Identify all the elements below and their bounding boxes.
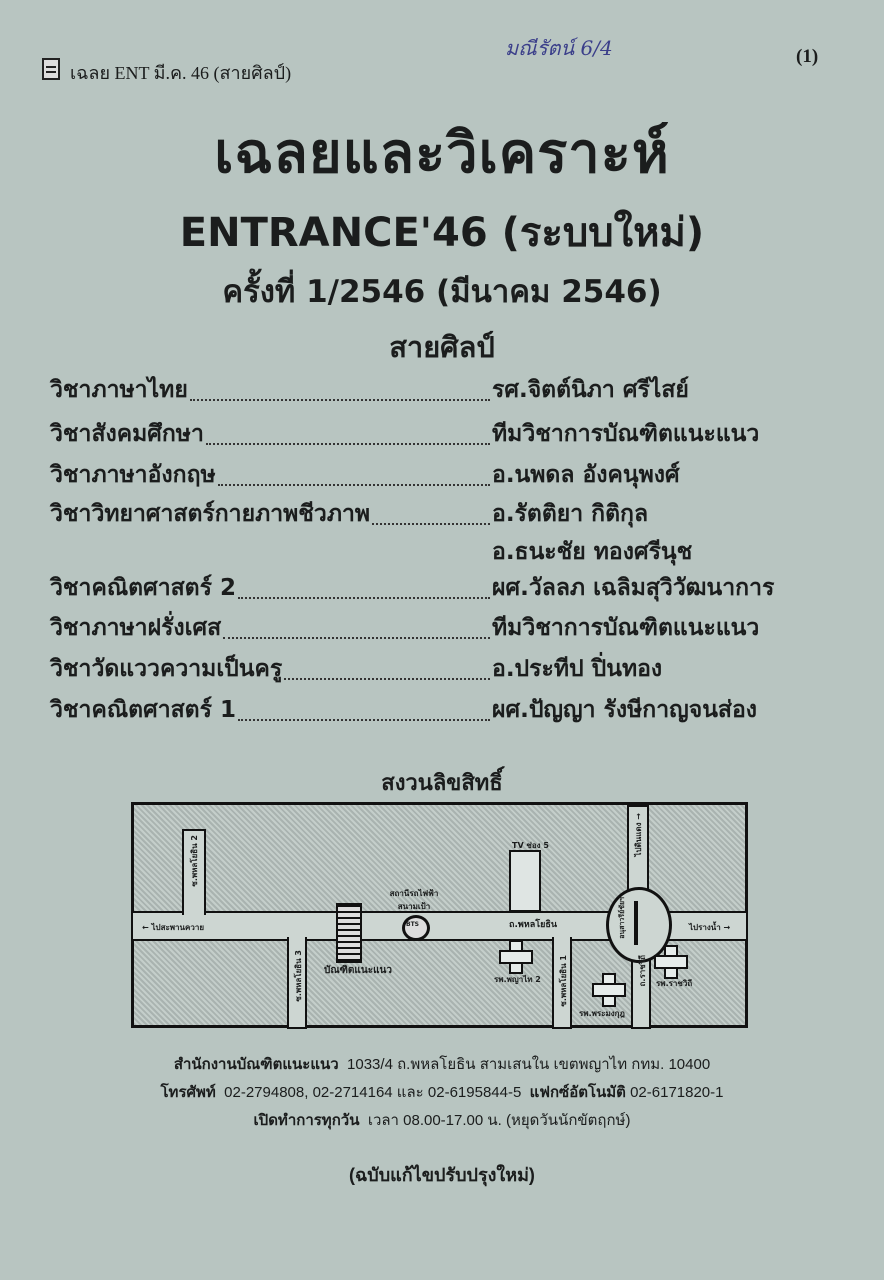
dot-leader: [223, 610, 490, 639]
map-label-text: ไปสะพานควาย: [151, 923, 205, 932]
subject-name: วิชาสังคมศึกษา: [50, 421, 204, 447]
exam-name: ENTRANCE'46 (ระบบใหม่): [179, 210, 705, 256]
map-label-soi3: ซ.พหลโยธิน 3: [294, 950, 303, 1002]
tv5-building-icon: [509, 850, 541, 912]
exam-round: ครั้งที่ 1/2546 (มีนาคม 2546): [222, 274, 662, 310]
author-name: ผศ.วัลลภ เฉลิมสุวิวัฒนาการ: [492, 575, 775, 601]
subject-name: วิชาวิทยาศาสตร์กายภาพชีวภาพ: [50, 501, 371, 527]
author-name: รศ.จิตต์นิภา ศรีไสย์: [492, 377, 689, 403]
subject-row: วิชาคณิตศาสตร์ 2 ผศ.วัลลภ เฉลิมสุวิวัฒนาก…: [50, 570, 840, 606]
footer-contact: โทรศัพท์ 02-2794808, 02-2714164 และ 02-6…: [0, 1080, 884, 1104]
subject-row: วิชาภาษาอังกฤษ อ.นพดล อังคนุพงศ์: [50, 457, 840, 493]
map-label-monument: อนุสาวรีย์ชัยฯ: [618, 897, 626, 939]
page-title: เฉลยและวิเคราะห์: [214, 121, 670, 186]
location-map: ซ.พหลโยธิน 2 ซ.พหลโยธิน 3 ซ.พหลโยธิน 1 ←…: [131, 802, 748, 1029]
map-label-soi2: ซ.พหลโยธิน 2: [190, 835, 199, 887]
footer-address: สำนักงานบัณฑิตแนะแนว 1033/4 ถ.พหลโยธิน ส…: [0, 1052, 884, 1076]
handwritten-note: มณีรัตน์ 6/4: [505, 36, 613, 60]
subject-row: วิชาภาษาฝรั่งเศส ทีมวิชาการบัณฑิตแนะแนว: [50, 610, 840, 646]
dot-leader: [284, 651, 490, 680]
hospital-ratchawithi-icon: [654, 945, 688, 979]
hospital-mongkut-icon: [592, 973, 626, 1007]
hours-label: เปิดทำการทุกวัน: [253, 1112, 360, 1129]
soi-3-road: [287, 937, 307, 1029]
subject-name: วิชาภาษาฝรั่งเศส: [50, 615, 222, 641]
map-label-bts: BTS: [406, 921, 419, 928]
phone-numbers: 02-2794808, 02-2714164 และ 02-6195844-5: [224, 1084, 522, 1101]
page-number: (1): [796, 46, 819, 67]
subject-name: วิชาภาษาไทย: [50, 377, 188, 403]
subject-name: วิชาคณิตศาสตร์ 1: [50, 697, 236, 723]
map-label-hospital-phyathai: รพ.พญาไท 2: [494, 975, 541, 984]
map-label-to-saphan-khwai: ← ไปสะพานควาย: [142, 923, 205, 932]
subject-row: อ.ธนะชัย ทองศรีนุช: [50, 534, 840, 570]
dot-leader: [237, 692, 490, 721]
author-name: ผศ.ปัญญา รังษีกาญจนส่อง: [492, 697, 757, 723]
opening-hours: เวลา 08.00-17.00 น. (หยุดวันนักขัตฤกษ์): [367, 1112, 631, 1129]
office-address: 1033/4 ถ.พหลโยธิน สามเสนใน เขตพญาไท กทม.…: [347, 1056, 711, 1073]
footer-hours: เปิดทำการทุกวัน เวลา 08.00-17.00 น. (หยุ…: [0, 1108, 884, 1132]
author-name: ทีมวิชาการบัณฑิตแนะแนว: [492, 615, 760, 641]
fax-number: 02-6171820-1: [630, 1084, 724, 1101]
subject-row: วิชาวิทยาศาสตร์กายภาพชีวภาพ อ.รัตติยา กิต…: [50, 496, 840, 532]
dot-leader: [217, 457, 490, 486]
map-label-main-road: ถ.พหลโยธิน: [509, 920, 558, 930]
stream-heading: สายศิลป์: [389, 330, 495, 364]
dot-leader: [189, 372, 490, 401]
map-label-office: บัณฑิตแนะแนว: [324, 965, 392, 976]
revised-edition-note: (ฉบับแก้ไขปรับปรุงใหม่): [349, 1165, 535, 1185]
subject-name: วิชาภาษาอังกฤษ: [50, 462, 216, 488]
soi-2-road: [182, 829, 206, 915]
map-label-ratchawithi-road: ถ.ราชวิถี: [638, 955, 647, 987]
map-label-hospital-ratchawithi: รพ.ราชวิถี: [656, 979, 693, 988]
subject-row: วิชาสังคมศึกษา ทีมวิชาการบัณฑิตแนะแนว: [50, 416, 840, 452]
map-label-soi1: ซ.พหลโยธิน 1: [559, 955, 568, 1007]
dot-leader: [205, 416, 490, 445]
subject-row: วิชาภาษาไทย รศ.จิตต์นิภา ศรีไสย์: [50, 372, 840, 408]
subject-name: วิชาวัดแววความเป็นครู: [50, 656, 283, 682]
map-label-hospital-mongkut: รพ.พระมงกุฎ: [579, 1009, 625, 1018]
copyright-notice: สงวนลิขสิทธิ์: [381, 771, 503, 796]
bts-icon: [402, 915, 430, 941]
map-label-tv5: TV ช่อง 5: [512, 841, 549, 850]
map-label-to-din-daeng: ไปดินแดง →: [634, 813, 643, 857]
running-head: เฉลย ENT มี.ค. 46 (สายศิลป์): [70, 63, 292, 83]
author-name: อ.ประทีป ปิ่นทอง: [492, 656, 663, 682]
hospital-phyathai-icon: [499, 940, 533, 974]
monument-icon: [634, 901, 638, 945]
author-name: อ.ธนะชัย ทองศรีนุช: [492, 539, 693, 565]
author-name: ทีมวิชาการบัณฑิตแนะแนว: [492, 421, 760, 447]
subject-row: วิชาวัดแววความเป็นครู อ.ประทีป ปิ่นทอง: [50, 651, 840, 687]
fax-label: แฟกซ์อัตโนมัติ: [529, 1084, 626, 1101]
author-name: อ.นพดล อังคนุพงศ์: [492, 462, 680, 488]
map-label-to-right: ไปรางน้ำ →: [689, 923, 731, 932]
map-label-text: ไปรางน้ำ: [689, 923, 721, 932]
publisher-logo-icon: [42, 58, 60, 80]
subject-row: วิชาคณิตศาสตร์ 1 ผศ.ปัญญา รังษีกาญจนส่อง: [50, 692, 840, 728]
author-name: อ.รัตติยา กิติกุล: [492, 501, 649, 527]
phone-label: โทรศัพท์: [160, 1084, 216, 1101]
dot-leader: [237, 570, 490, 599]
soi-1-road: [552, 937, 572, 1029]
dot-leader: [372, 496, 490, 525]
victory-monument-circle: [606, 887, 672, 963]
map-label-bts-station: สถานีรถไฟฟ้า สนามเป้า: [389, 889, 439, 911]
office-label: สำนักงานบัณฑิตแนะแนว: [173, 1056, 339, 1073]
office-building-icon: [336, 903, 362, 963]
map-label-text: ไปดินแดง: [634, 822, 643, 857]
subject-name: วิชาคณิตศาสตร์ 2: [50, 575, 236, 601]
